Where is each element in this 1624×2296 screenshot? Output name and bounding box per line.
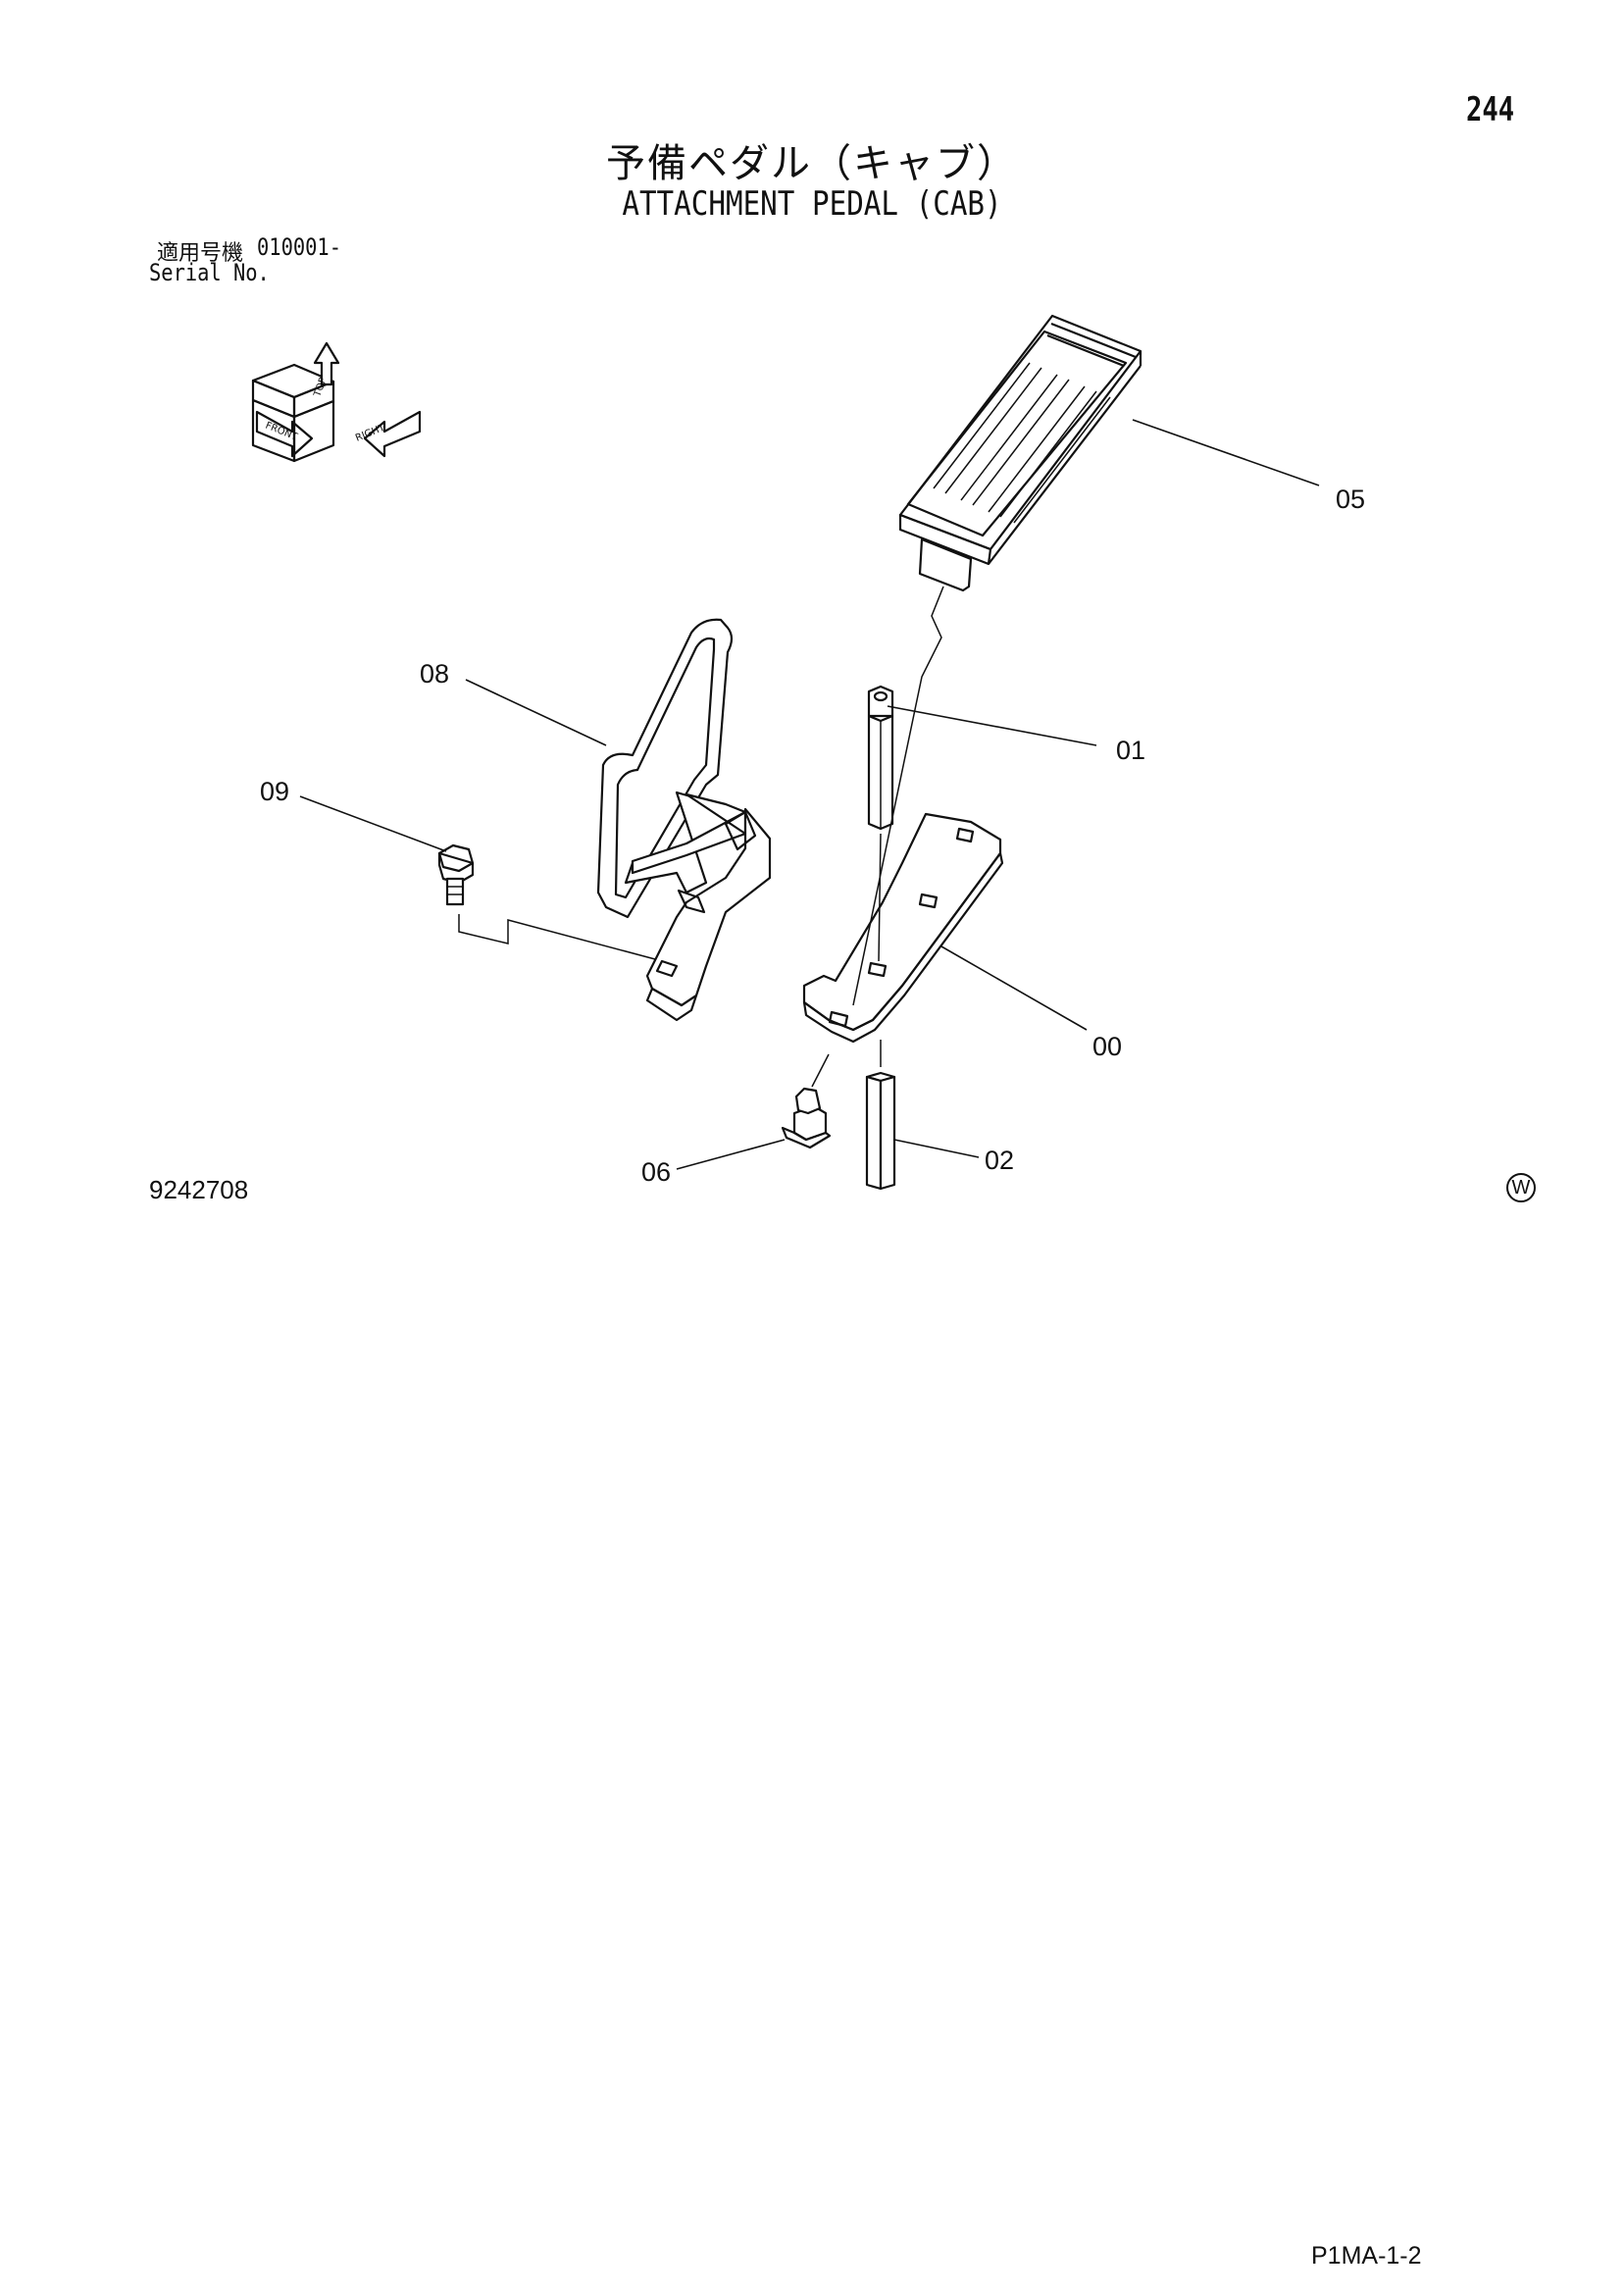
serial-label-japanese: 適用号機: [157, 241, 244, 266]
part-09-bolt: [437, 843, 656, 960]
part-08-frame: [596, 618, 772, 1022]
callout-01: 01: [1116, 736, 1146, 765]
part-00-bracket: [802, 812, 1004, 1044]
serial-value: 010001-: [257, 233, 341, 261]
callout-02: 02: [985, 1146, 1015, 1175]
part-05-pedal-pad: [898, 314, 1142, 592]
watermark-logo: W: [1506, 1173, 1536, 1202]
footer-code: P1MA-1-2: [1311, 2242, 1422, 2270]
serial-label-english: Serial No.: [149, 259, 270, 286]
orientation-label-top: TOP: [312, 376, 330, 399]
callout-06: 06: [641, 1157, 672, 1187]
part-01-pin: [867, 685, 894, 831]
callout-05: 05: [1336, 485, 1366, 514]
orientation-indicator: TOP FRONT RIGHT: [251, 341, 422, 463]
callout-09: 09: [260, 777, 290, 806]
part-02-stopper: [865, 1071, 896, 1191]
figure-number: 9242708: [149, 1175, 249, 1204]
title-japanese: 予備ペダル（キャブ）: [606, 141, 1018, 186]
assembly-lines: [811, 586, 944, 1088]
callout-leaders: [299, 419, 1320, 1170]
callout-00: 00: [1092, 1032, 1123, 1061]
callout-08: 08: [420, 659, 450, 689]
page-number: 244: [1466, 90, 1515, 129]
title-english: ATTACHMENT PEDAL (CAB): [622, 184, 1002, 224]
part-06-clip: [781, 1087, 832, 1149]
